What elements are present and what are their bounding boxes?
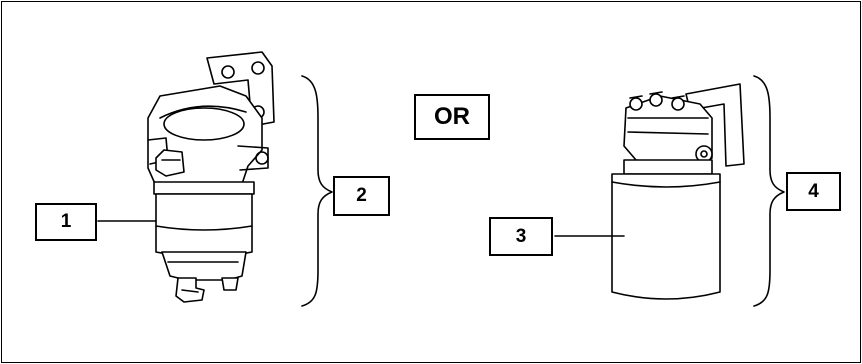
left-filter-illustration <box>147 51 275 303</box>
callout-3: 3 <box>489 217 553 256</box>
right-filter-illustration <box>611 83 745 300</box>
brace-2 <box>301 75 333 307</box>
brace-4 <box>753 75 785 307</box>
or-label: OR <box>414 94 490 140</box>
callout-2: 2 <box>333 176 390 216</box>
callout-1: 1 <box>35 203 97 241</box>
callout-4: 4 <box>786 172 841 211</box>
